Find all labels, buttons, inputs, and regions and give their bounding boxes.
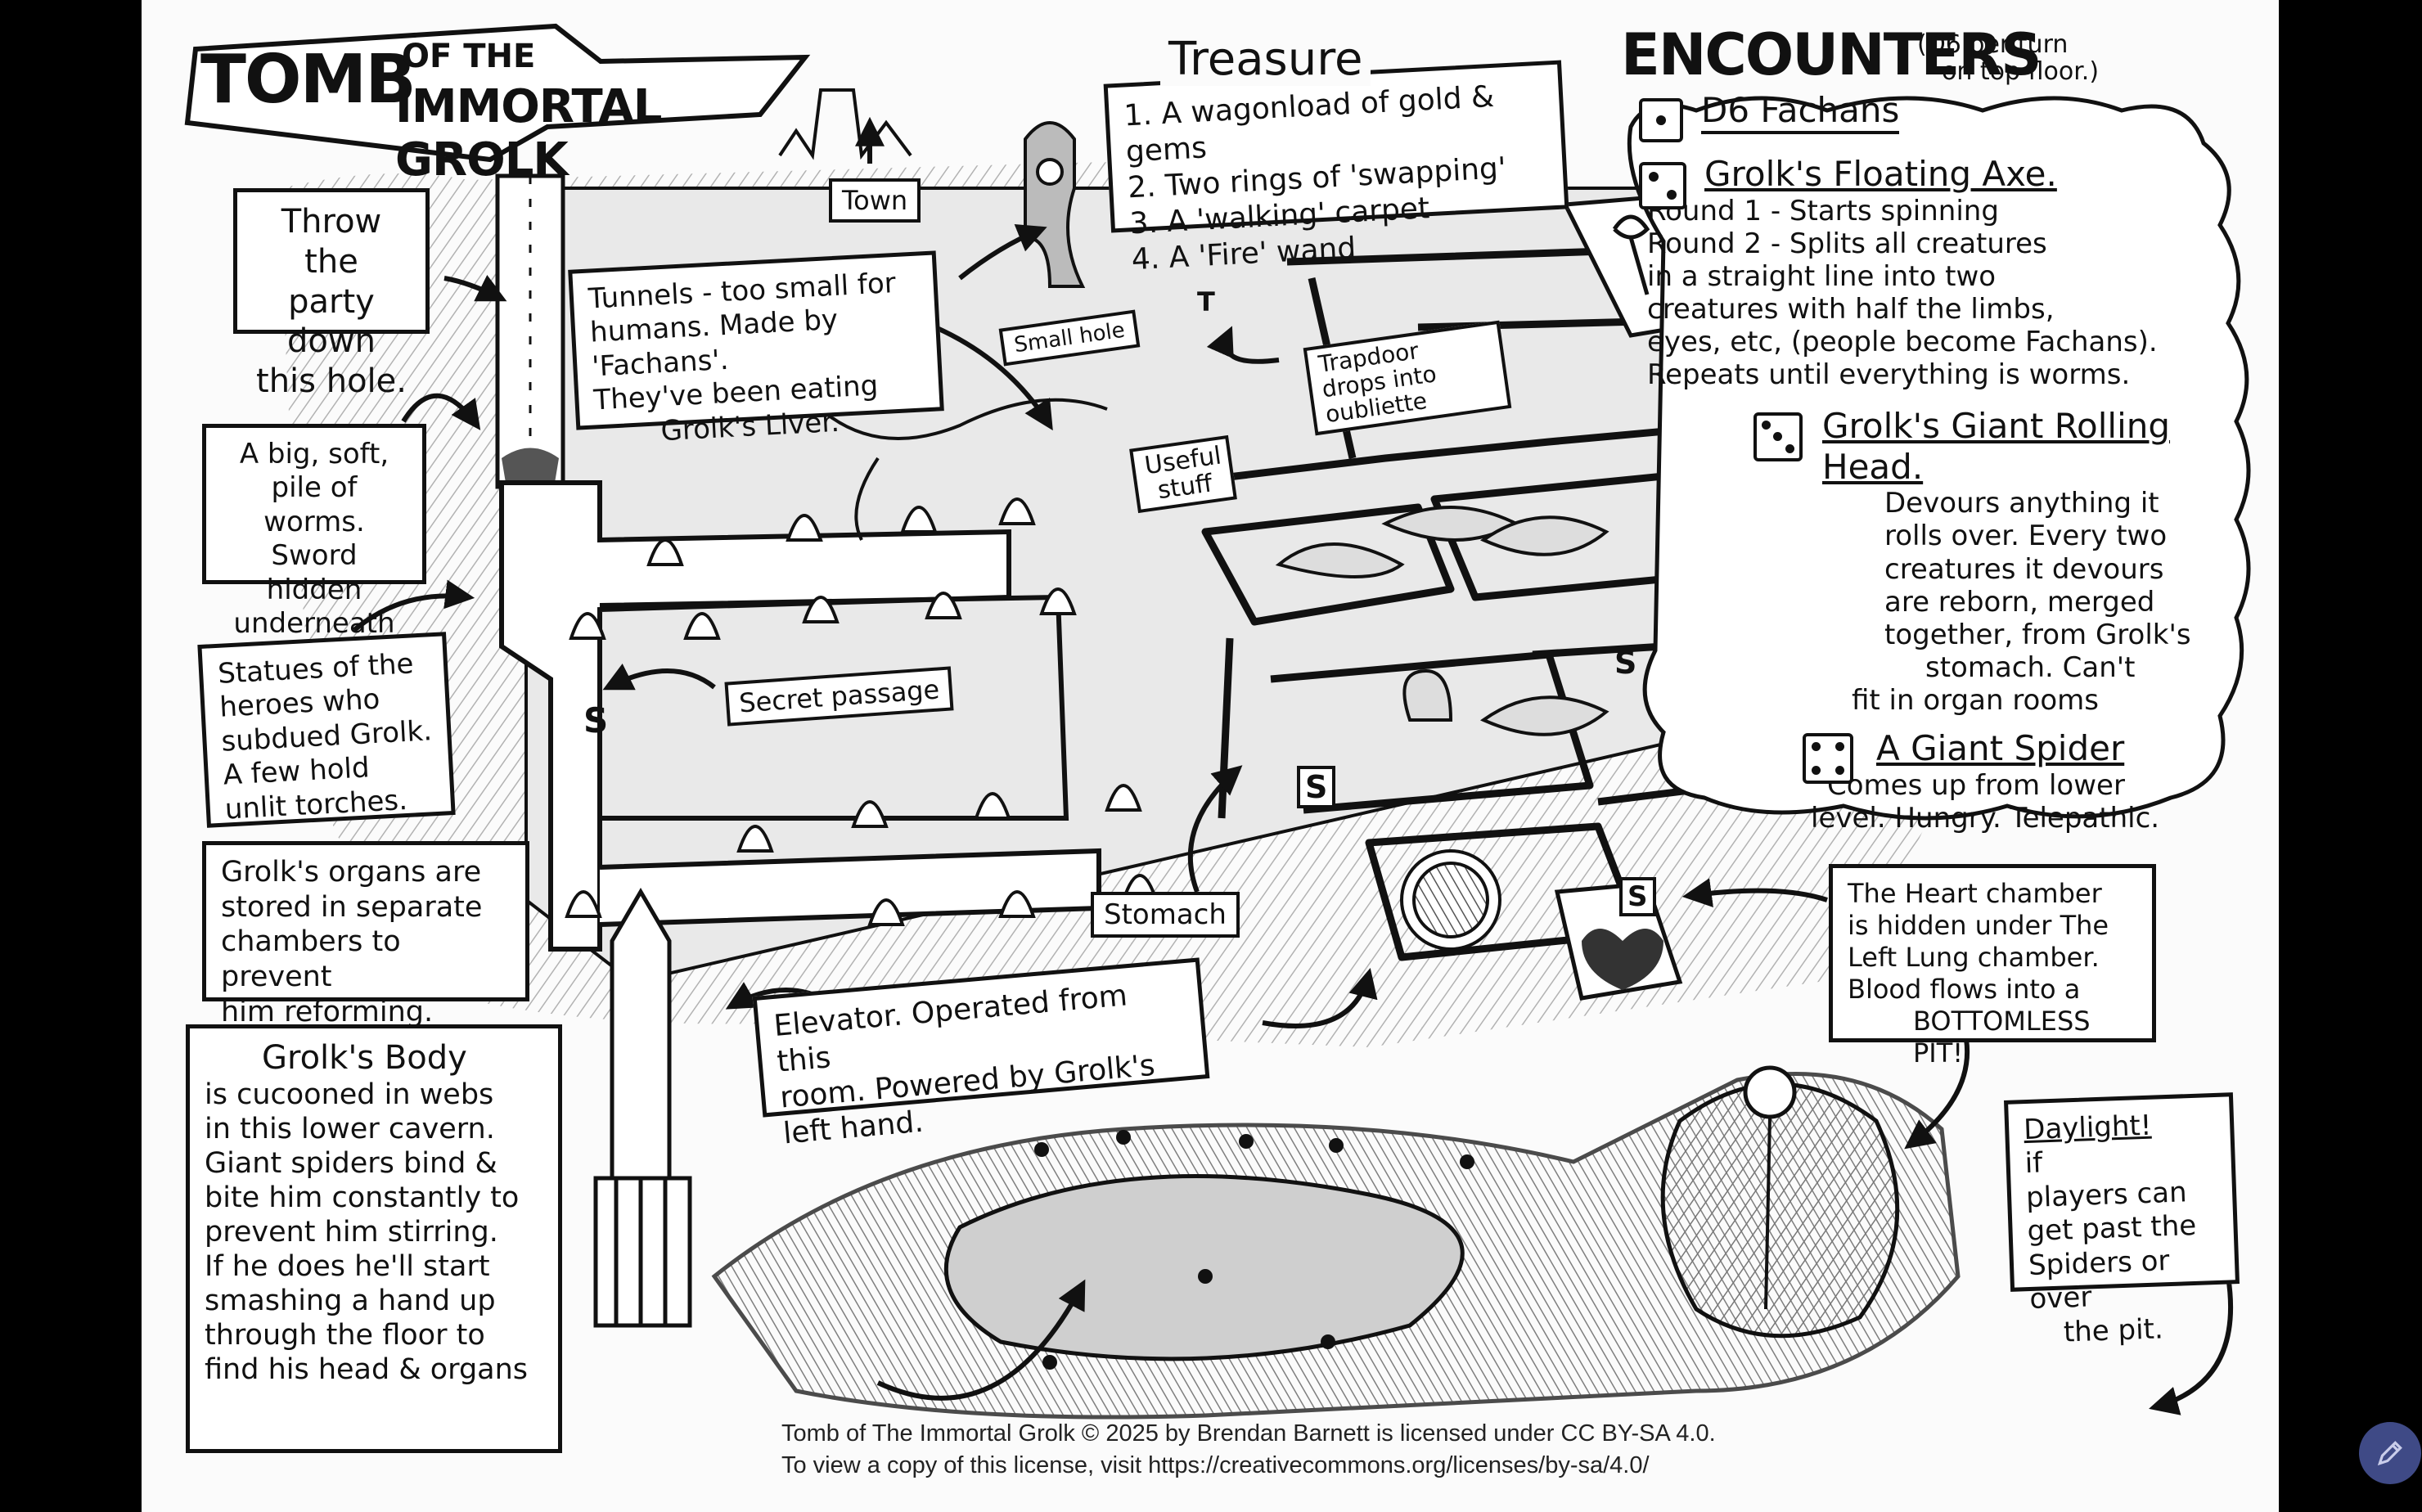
license-text: Tomb of The Immortal Grolk © 2025 by Bre… [781,1420,1716,1479]
pointer-arrows [353,112,2234,1415]
note-statues: Statues of the heroes who subdued Grolk.… [197,632,456,828]
encounter-fachans-title: D6 Fachans [1701,90,1900,134]
encounter-giant-spider: A Giant Spider Comes up from lower level… [1639,728,2261,835]
secret-door-marker: S [583,700,609,740]
title-banner [184,23,811,163]
treasure-heading: Treasure [1160,33,1371,86]
note-hole: Throw the party down this hole. [233,188,430,400]
encounter-list: D6 Fachans Grolk's Floating Axe. Round 1… [1639,82,2261,835]
treasure-list: 1. A wagonload of gold & gems 2. Two rin… [1103,60,1569,277]
secret-door-marker: S [1297,766,1336,808]
die-one-icon [1639,98,1683,142]
encounter-fachans: D6 Fachans [1639,82,2261,142]
label-town: Town [829,178,921,223]
statues [565,497,1159,926]
title-word-of-the: OF THE [402,38,536,75]
organs [1275,506,1609,951]
note-heart-chamber: The Heart chamber is hidden under The Le… [1829,864,2156,1069]
encounter-floating-axe: Grolk's Floating Axe. Round 1 - Starts s… [1639,154,2261,391]
label-useful-stuff: Useful stuff [1129,434,1237,514]
note-tunnels: Tunnels - too small for humans. Made by … [568,250,944,448]
pit-grate [1743,1065,1797,1119]
encounter-rolling-head-title: Grolk's Giant Rolling Head. [1822,406,2171,487]
secret-door-marker: S [1619,877,1656,916]
encounters-note: (D6 per turn on top floor.) [1917,30,2100,86]
encounter-rolling-head: Grolk's Giant Rolling Head. Devours anyt… [1639,406,2261,717]
elevator-tower [593,888,692,1328]
floating-axe [1612,214,1650,295]
note-grolk-body-title: Grolk's Body [262,1039,467,1077]
note-organs: Grolk's organs are stored in separate ch… [202,841,529,1028]
secret-door-marker: S [1614,645,1637,681]
title-word-tomb: TOMB [200,41,416,119]
map-page: TOMB OF THE IMMORTAL GROLK Treasure 1. A… [142,0,2279,1512]
die-three-icon [1753,412,1803,462]
die-four-icon [1803,733,1853,785]
heart [1582,929,1663,990]
spiders [1034,1130,1474,1370]
edit-fab-button[interactable] [2359,1422,2421,1484]
encounters-heading: ENCOUNTERS [1621,21,2042,88]
grolk-body [943,1174,1465,1361]
label-stomach: Stomach [1091,892,1240,938]
note-daylight: Daylight! if players can get past the Sp… [2004,1092,2240,1348]
bottomless-pit [1660,1082,1900,1339]
title-immortal-grolk: IMMORTAL GROLK [395,80,662,187]
note-worms: A big, soft, pile of worms. Sword hidden… [202,424,426,640]
note-grolk-body: Grolk's Body is cucooned in webs in this… [186,1024,562,1453]
trapdoor-marker: T [1197,286,1215,317]
encounters-cloud [1627,96,2251,821]
page-title: TOMB OF THE IMMORTAL GROLK [181,23,819,187]
pencil-icon [2377,1441,2402,1466]
entrance-shaft [495,173,565,489]
encounter-floating-axe-title: Grolk's Floating Axe. [1704,154,2057,194]
die-two-icon [1639,162,1686,209]
encounter-giant-spider-title: A Giant Spider [1876,728,2125,769]
